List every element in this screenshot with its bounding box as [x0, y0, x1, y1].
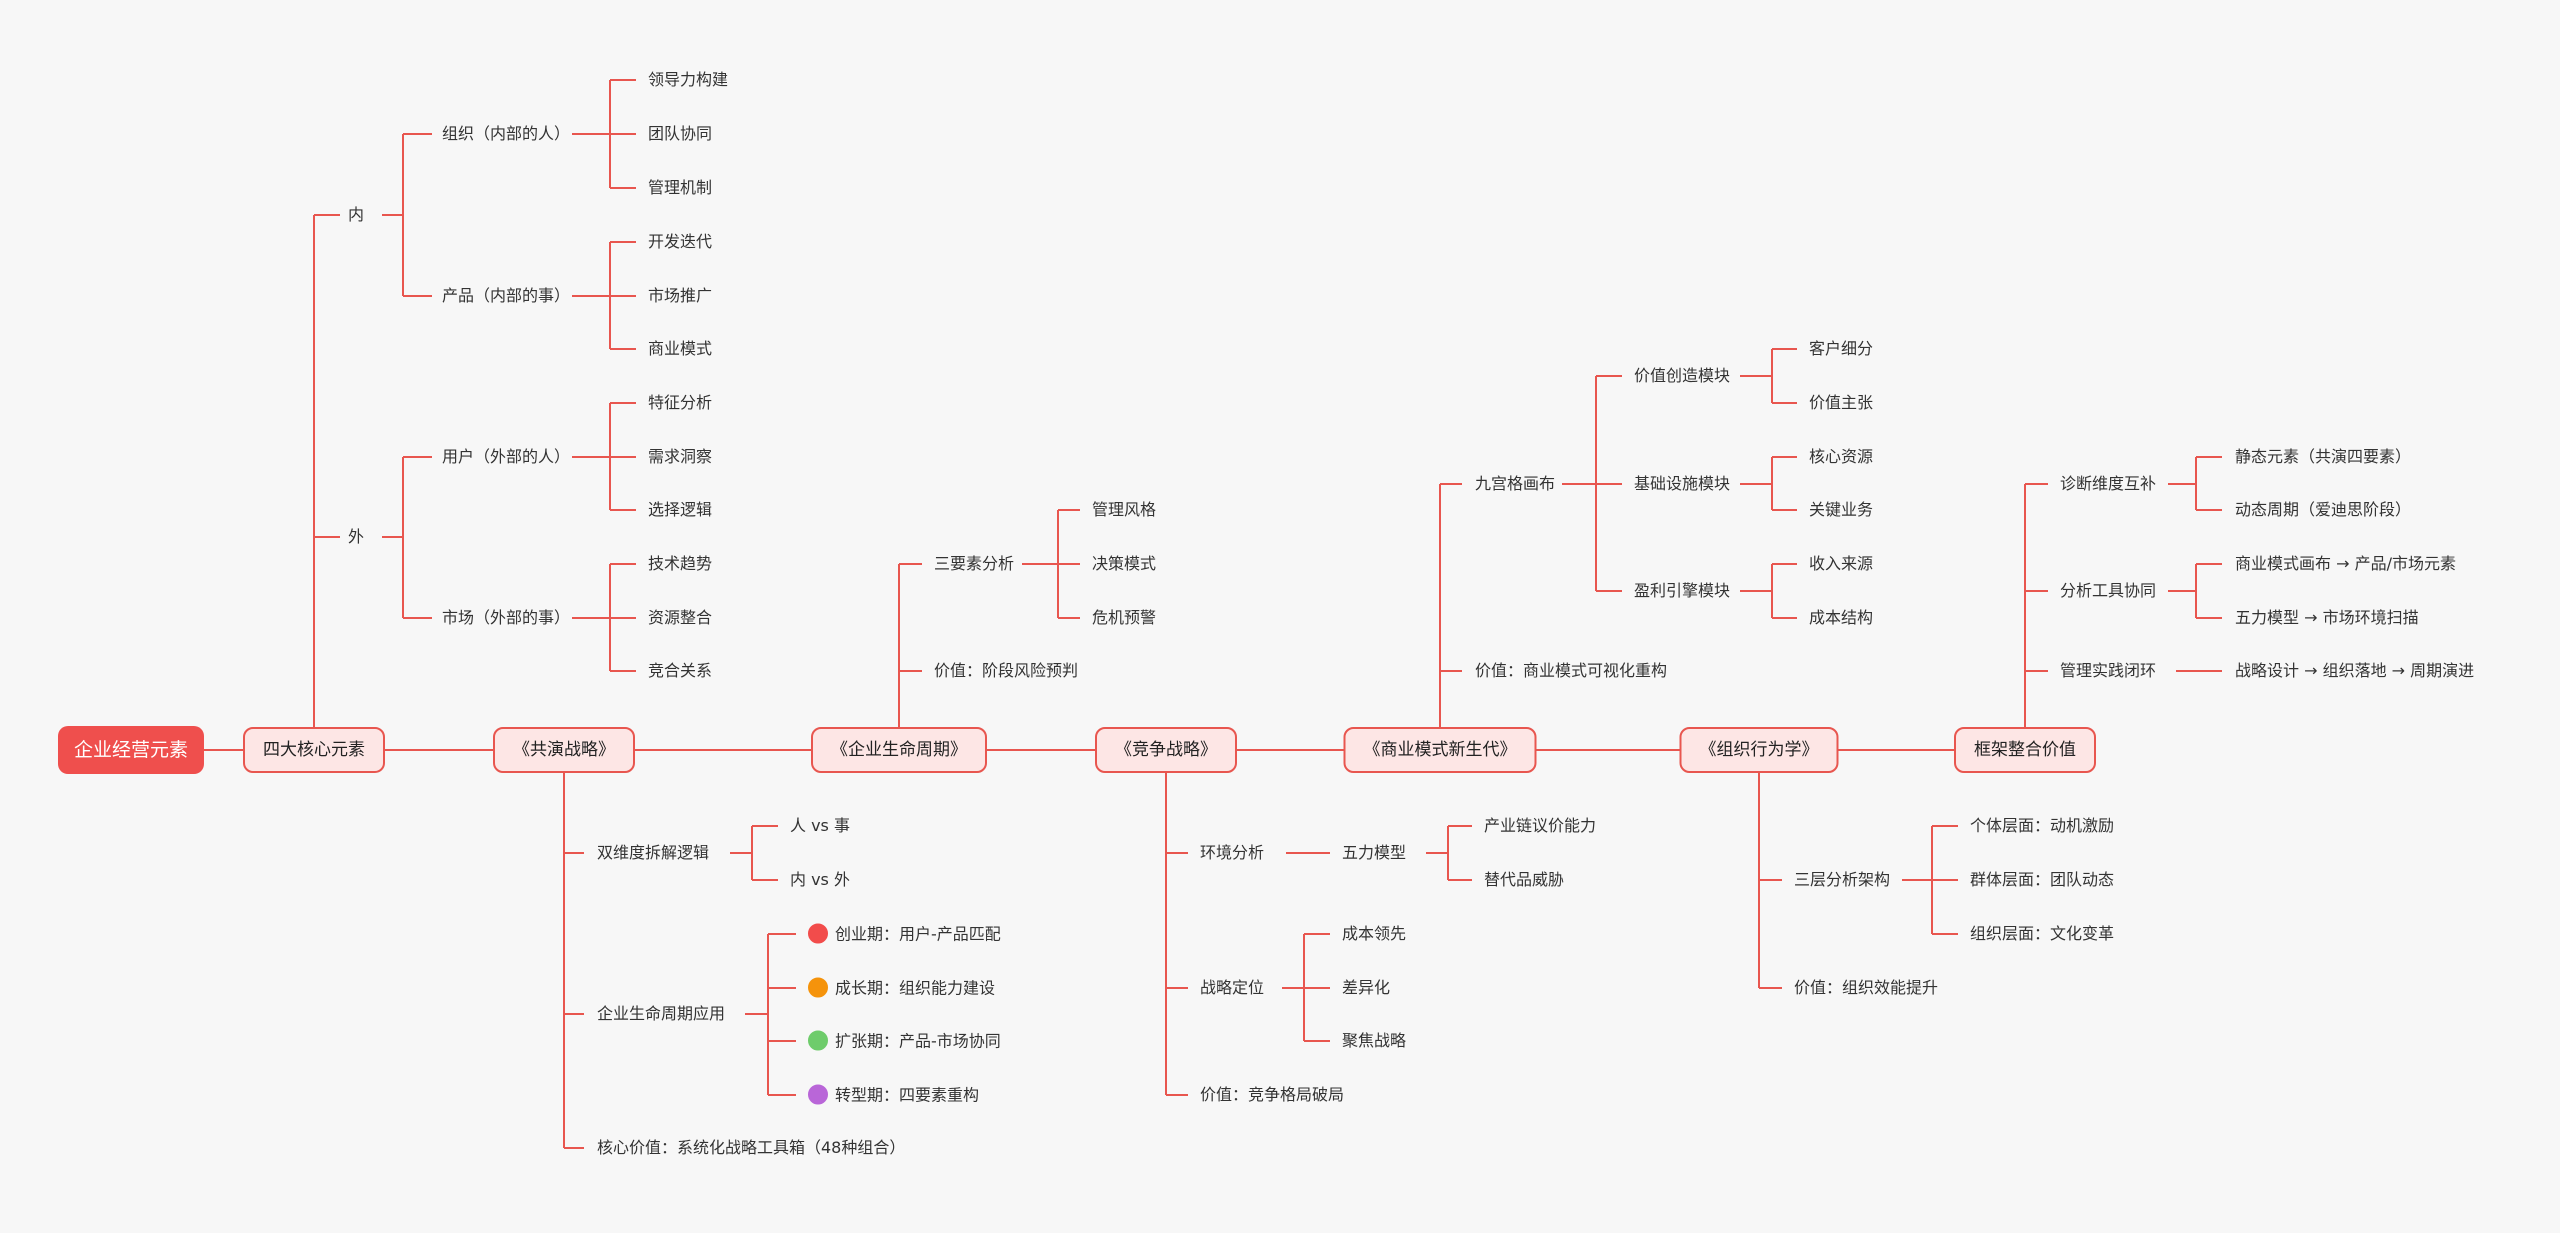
leaf-cost-leadership[interactable]: 成本领先	[1342, 924, 1407, 943]
market-node[interactable]: 市场（外部的事）	[442, 608, 571, 627]
stage-startup[interactable]: 创业期：用户-产品匹配	[808, 923, 1001, 945]
leaf-mgmt-mechanism[interactable]: 管理机制	[648, 178, 713, 197]
org-efficiency-value[interactable]: 价值：组织效能提升	[1794, 978, 1939, 997]
leaf-leadership[interactable]: 领导力构建	[648, 70, 729, 89]
stage-growth[interactable]: 成长期：组织能力建设	[808, 977, 996, 999]
stage-risk-value[interactable]: 价值：阶段风险预判	[934, 661, 1079, 680]
leaf-static-elements[interactable]: 静态元素（共演四要素）	[2235, 447, 2412, 466]
stage-label: 创业期：用户-产品匹配	[835, 924, 1001, 944]
user-node[interactable]: 用户（外部的人）	[442, 447, 571, 466]
sec-competitive-strategy[interactable]: 《竞争战略》	[1095, 727, 1237, 773]
leaf-five-forces-scan[interactable]: 五力模型 → 市场环境扫描	[2235, 608, 2419, 627]
stage-label: 成长期：组织能力建设	[835, 978, 996, 998]
leaf-tech-trend[interactable]: 技术趋势	[648, 554, 713, 573]
nine-grid-node[interactable]: 九宫格画布	[1475, 474, 1556, 493]
leaf-inner-vs-outer[interactable]: 内 vs 外	[790, 870, 850, 889]
orange-dot-icon	[808, 977, 828, 998]
root-node[interactable]: 企业经营元素	[57, 726, 205, 774]
core-value-node[interactable]: 核心价值：系统化战略工具箱（48种组合）	[597, 1138, 906, 1157]
product-node[interactable]: 产品（内部的事）	[442, 286, 571, 305]
sec-corporate-lifecycle[interactable]: 《企业生命周期》	[811, 727, 987, 773]
leaf-resource-integration[interactable]: 资源整合	[648, 608, 713, 627]
profit-engine-node[interactable]: 盈利引擎模块	[1634, 581, 1731, 600]
leaf-group[interactable]: 群体层面：团队动态	[1970, 870, 2115, 889]
leaf-marketing[interactable]: 市场推广	[648, 286, 713, 305]
competition-value[interactable]: 价值：竞争格局破局	[1200, 1085, 1345, 1104]
leaf-dev-iteration[interactable]: 开发迭代	[648, 232, 713, 251]
org-node[interactable]: 组织（内部的人）	[442, 124, 571, 143]
leaf-crisis-warning[interactable]: 危机预警	[1092, 608, 1157, 627]
leaf-key-resources[interactable]: 核心资源	[1809, 447, 1874, 466]
infra-node[interactable]: 基础设施模块	[1634, 474, 1731, 493]
three-factor-node[interactable]: 三要素分析	[934, 554, 1015, 573]
leaf-people-vs-things[interactable]: 人 vs 事	[790, 816, 850, 835]
sec-business-model-generation[interactable]: 《商业模式新生代》	[1343, 727, 1537, 773]
leaf-coopetition[interactable]: 竞合关系	[648, 661, 713, 680]
three-layer-node[interactable]: 三层分析架构	[1794, 870, 1891, 889]
leaf-differentiation[interactable]: 差异化	[1342, 978, 1391, 997]
leaf-canvas-to-product[interactable]: 商业模式画布 → 产品/市场元素	[2235, 554, 2456, 573]
outer-node[interactable]: 外	[348, 527, 365, 546]
red-dot-icon	[808, 923, 828, 944]
leaf-focus-strategy[interactable]: 聚焦战略	[1342, 1031, 1407, 1050]
leaf-choice-logic[interactable]: 选择逻辑	[648, 500, 713, 519]
leaf-needs-insight[interactable]: 需求洞察	[648, 447, 713, 466]
dual-logic-node[interactable]: 双维度拆解逻辑	[597, 843, 710, 862]
practice-node[interactable]: 管理实践闭环	[2060, 661, 2157, 680]
sec-co-evolution-strategy[interactable]: 《共演战略》	[493, 727, 635, 773]
sec-organizational-behavior[interactable]: 《组织行为学》	[1679, 727, 1839, 773]
leaf-bargaining-power[interactable]: 产业链议价能力	[1484, 816, 1597, 835]
leaf-revenue-streams[interactable]: 收入来源	[1809, 554, 1874, 573]
sec-core-elements[interactable]: 四大核心元素	[243, 727, 385, 773]
lifecycle-app-node[interactable]: 企业生命周期应用	[597, 1004, 726, 1023]
green-dot-icon	[808, 1030, 828, 1051]
leaf-customer-segment[interactable]: 客户细分	[1809, 339, 1874, 358]
bm-visual-value[interactable]: 价值：商业模式可视化重构	[1475, 661, 1668, 680]
leaf-dynamic-cycle[interactable]: 动态周期（爱迪思阶段）	[2235, 500, 2412, 519]
value-create-node[interactable]: 价值创造模块	[1634, 366, 1731, 385]
env-analysis-node[interactable]: 环境分析	[1200, 843, 1265, 862]
leaf-business-model[interactable]: 商业模式	[648, 339, 713, 358]
leaf-feature-analysis[interactable]: 特征分析	[648, 393, 713, 412]
leaf-substitute-threat[interactable]: 替代品威胁	[1484, 870, 1565, 889]
purple-dot-icon	[808, 1084, 828, 1105]
diagnosis-node[interactable]: 诊断维度互补	[2060, 474, 2157, 493]
five-forces-node[interactable]: 五力模型	[1342, 843, 1407, 862]
stage-expansion[interactable]: 扩张期：产品-市场协同	[808, 1030, 1001, 1052]
leaf-strategy-loop[interactable]: 战略设计 → 组织落地 → 周期演进	[2235, 661, 2475, 680]
leaf-key-activities[interactable]: 关键业务	[1809, 500, 1874, 519]
tools-node[interactable]: 分析工具协同	[2060, 581, 2157, 600]
sec-framework-integration[interactable]: 框架整合价值	[1954, 727, 2096, 773]
inner-node[interactable]: 内	[348, 205, 365, 224]
leaf-organization[interactable]: 组织层面：文化变革	[1970, 924, 2115, 943]
stage-label: 扩张期：产品-市场协同	[835, 1031, 1001, 1051]
leaf-mgmt-style[interactable]: 管理风格	[1092, 500, 1157, 519]
leaf-value-prop[interactable]: 价值主张	[1809, 393, 1874, 412]
leaf-cost-structure[interactable]: 成本结构	[1809, 608, 1874, 627]
stage-label: 转型期：四要素重构	[835, 1085, 980, 1105]
leaf-individual[interactable]: 个体层面：动机激励	[1970, 816, 2115, 835]
stage-transformation[interactable]: 转型期：四要素重构	[808, 1084, 980, 1106]
leaf-decision-mode[interactable]: 决策模式	[1092, 554, 1157, 573]
leaf-team-collab[interactable]: 团队协同	[648, 124, 713, 143]
positioning-node[interactable]: 战略定位	[1200, 978, 1265, 997]
